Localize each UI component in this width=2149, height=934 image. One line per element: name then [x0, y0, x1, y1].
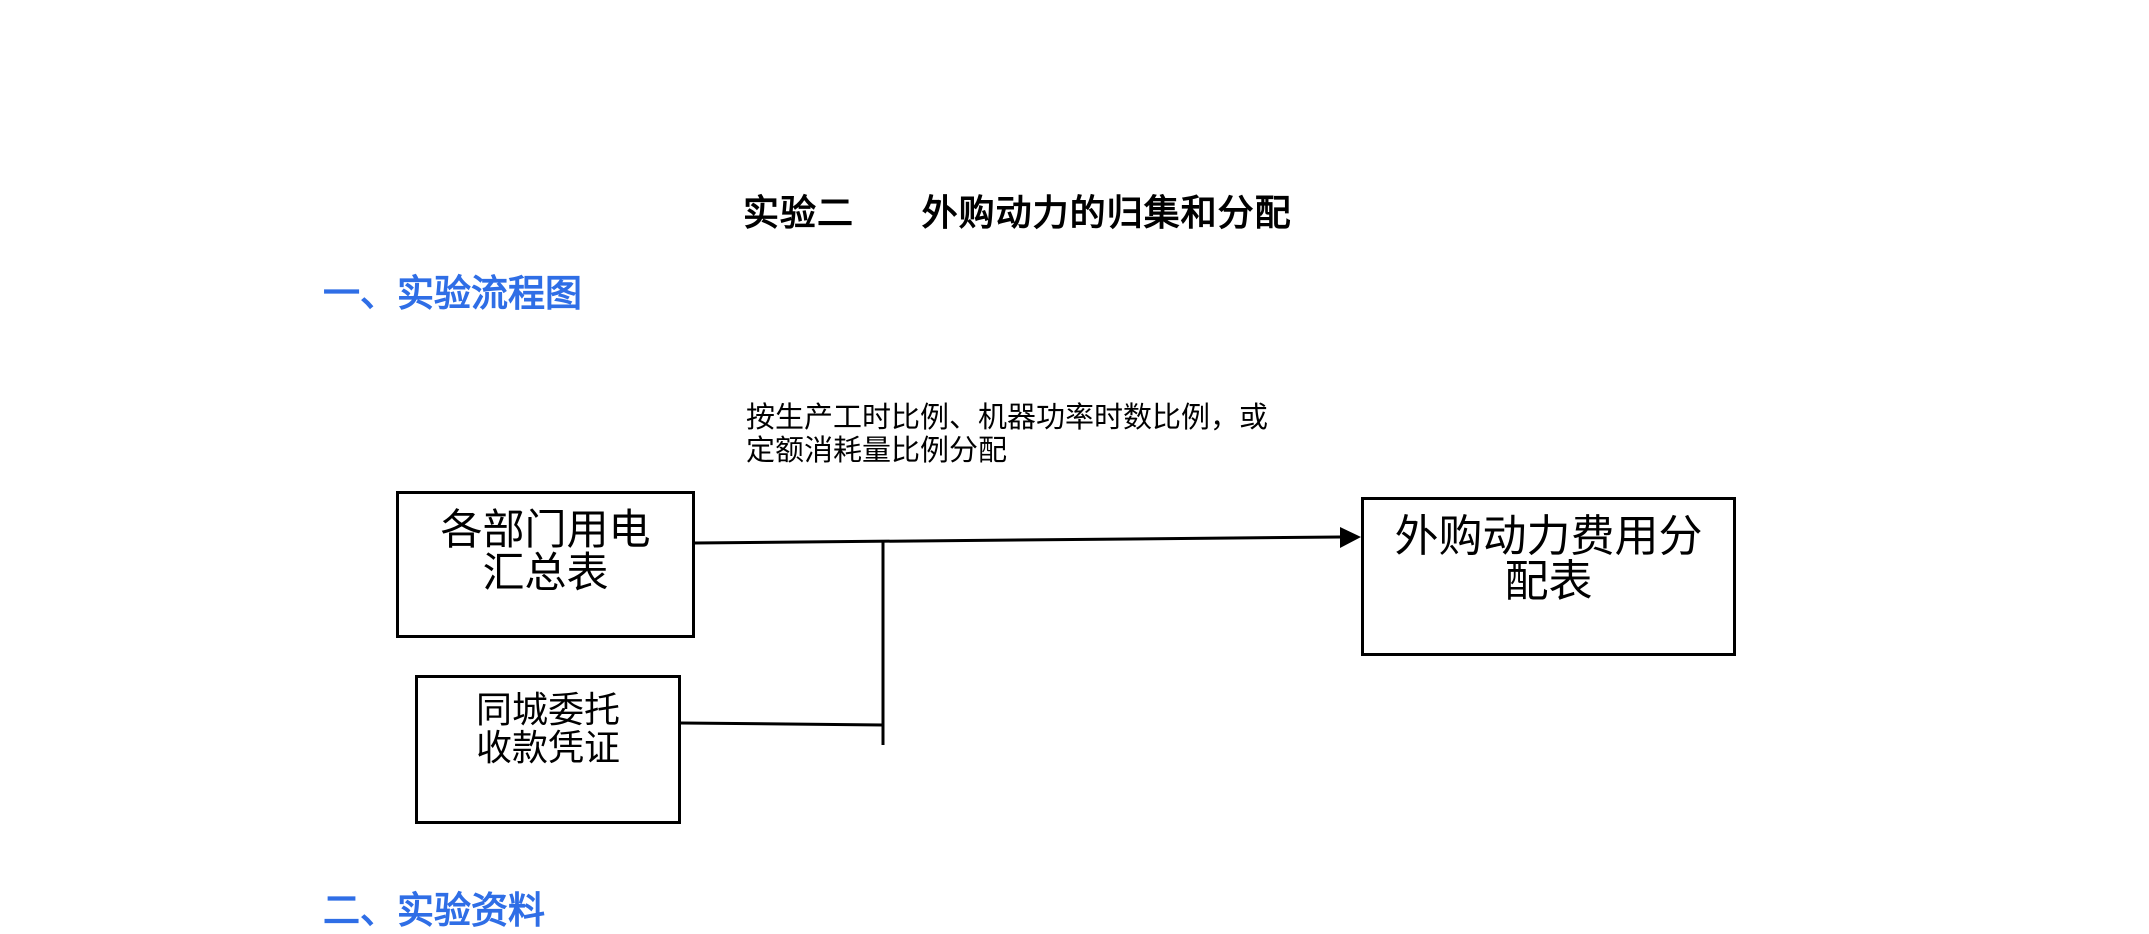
allocation-note-line-2: 定额消耗量比例分配 — [746, 433, 1008, 467]
dept-box-line-2: 汇总表 — [482, 548, 609, 597]
connector-main-line — [694, 535, 1341, 545]
alloc-box-line-1: 外购动力费用分 — [1394, 511, 1703, 562]
alloc-box-line-2: 配表 — [1504, 556, 1593, 607]
dept-electricity-summary-box: 各部门用电 汇总表 — [396, 491, 695, 638]
connector-arrowhead — [1340, 527, 1361, 548]
section-heading-flowchart: 一、实验流程图 — [323, 272, 582, 315]
flowchart-connectors — [680, 527, 1361, 745]
voucher-box-line-2: 收款凭证 — [475, 728, 620, 769]
voucher-box-line-1: 同城委托 — [475, 690, 620, 731]
power-cost-allocation-box: 外购动力费用分 配表 — [1361, 497, 1736, 656]
collection-voucher-box: 同城委托 收款凭证 — [415, 675, 681, 824]
section-heading-materials: 二、实验资料 — [323, 889, 545, 932]
connector-voucher-line — [680, 721, 884, 727]
allocation-method-note: 按生产工时比例、机器功率时数比例，或 定额消耗量比例分配 — [746, 401, 1268, 467]
dept-box-line-1: 各部门用电 — [440, 505, 651, 554]
document-title: 实验二 外购动力的归集和分配 — [743, 192, 1292, 234]
allocation-note-line-1: 按生产工时比例、机器功率时数比例，或 — [746, 400, 1269, 434]
